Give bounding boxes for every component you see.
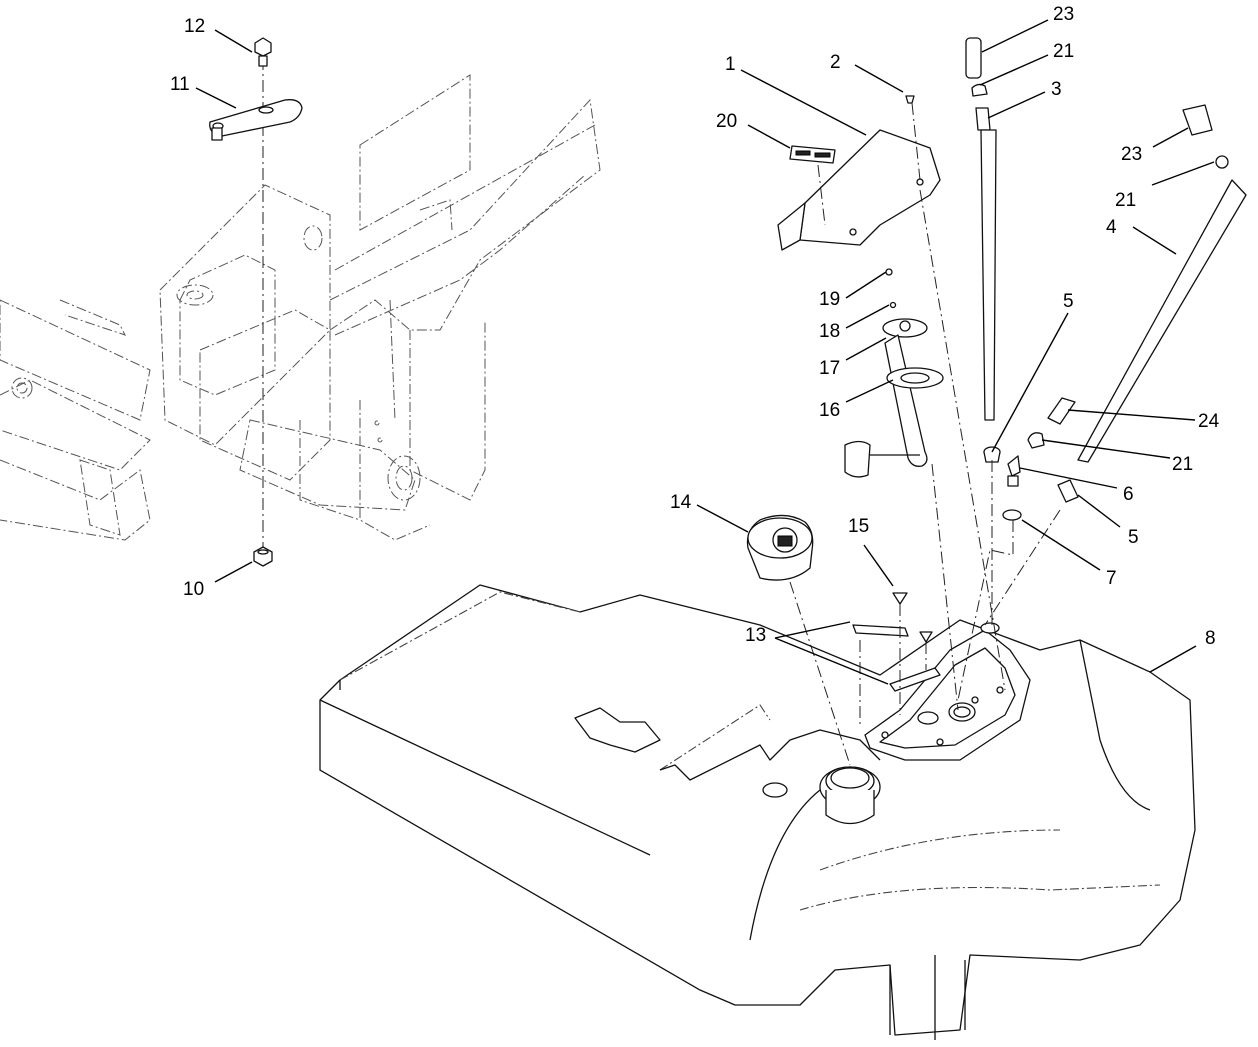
- callout-5-upper: 5: [1063, 291, 1074, 312]
- callout-8: 8: [1205, 628, 1216, 649]
- callout-23-top: 23: [1053, 4, 1074, 25]
- rod-3: [965, 37, 1001, 463]
- rod-4: [1077, 104, 1247, 463]
- callout-23-right: 23: [1121, 144, 1142, 165]
- callout-11: 11: [170, 74, 190, 95]
- callout-21-right: 21: [1115, 190, 1136, 211]
- callout-15: 15: [848, 516, 869, 537]
- decal-20: [789, 145, 836, 164]
- clamp-21: [1027, 432, 1045, 449]
- nut-10: [253, 546, 273, 567]
- fuel-tank-8: [319, 584, 1196, 1040]
- callout-5-lower: 5: [1128, 527, 1139, 548]
- plate-13: [852, 624, 941, 692]
- callout-labels: 12 11 10 1 2 20 23 21 3 23 21 4 5 24 21 …: [170, 4, 1220, 649]
- callout-1: 1: [725, 54, 736, 75]
- callout-16: 16: [819, 400, 840, 421]
- callout-7: 7: [1106, 568, 1117, 589]
- heat-shield-1: [777, 129, 941, 251]
- callout-6: 6: [1123, 484, 1134, 505]
- callout-13: 13: [745, 625, 766, 646]
- grommet-7: [1002, 509, 1022, 521]
- callout-20: 20: [716, 111, 737, 132]
- callout-21-top: 21: [1053, 41, 1074, 62]
- bracket-11: [209, 99, 303, 141]
- bolt-12: [254, 37, 272, 67]
- fitting-6: [1007, 455, 1021, 487]
- callout-17: 17: [819, 358, 840, 379]
- callout-4: 4: [1106, 217, 1117, 238]
- callout-18: 18: [819, 321, 840, 342]
- callout-24: 24: [1198, 411, 1220, 432]
- callout-2: 2: [830, 52, 841, 73]
- grommet-5: [1057, 479, 1079, 503]
- callout-19: 19: [819, 289, 840, 310]
- screw-15: [892, 592, 933, 643]
- callout-21-lower: 21: [1172, 454, 1193, 475]
- callout-3: 3: [1051, 79, 1062, 100]
- callout-12: 12: [184, 16, 205, 37]
- fuel-sender-16: [844, 268, 944, 478]
- fuel-cap-14: [746, 514, 814, 581]
- leader-lines: [195, 19, 1215, 685]
- callout-14: 14: [670, 492, 692, 513]
- screw-2: [905, 95, 915, 104]
- frame-assembly: [0, 74, 601, 541]
- callout-10: 10: [183, 579, 204, 600]
- hose-24: [1047, 397, 1076, 425]
